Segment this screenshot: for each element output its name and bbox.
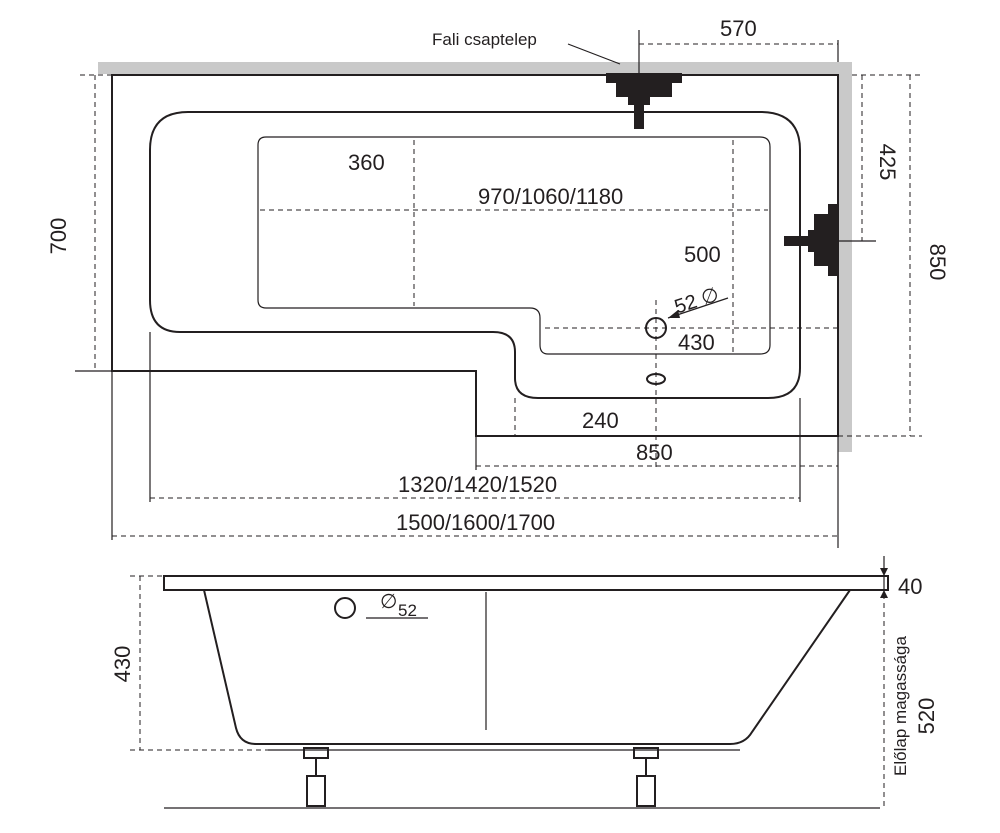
tub-rim-outline <box>149 111 801 399</box>
tub-body <box>203 589 851 745</box>
dim-rim-thickness: 40 <box>898 574 922 599</box>
dim-front-panel-height: 520 <box>914 698 939 735</box>
dim-inner-length: 970/1060/1180 <box>478 184 623 209</box>
dim-narrow-depth: 700 <box>46 218 71 255</box>
tub-rim <box>163 575 889 591</box>
dim-tap-offset: 570 <box>720 16 757 41</box>
overflow-ellipse <box>646 373 666 385</box>
dim-drain-diameter: 52 ∅ <box>672 284 722 319</box>
dim-overflow-symbol: ∅ <box>380 591 397 613</box>
foot-right-icon <box>633 747 659 807</box>
dim-front-panel-label: Előlap magassága <box>891 636 910 776</box>
callout-label: Fali csaptelep <box>432 30 537 49</box>
dim-tub-height: 430 <box>110 646 135 683</box>
dim-drain-offset: 430 <box>678 330 715 355</box>
dim-40-arrow-top <box>880 568 888 576</box>
top-view: Fali csaptelep 570 425 850 700 360 970/1… <box>46 16 950 548</box>
overflow-circle <box>334 597 356 619</box>
callout-leader <box>567 43 621 65</box>
dim-overflow-value: 52 <box>398 601 417 620</box>
dim-inner-width-head: 360 <box>348 150 385 175</box>
wall-tap-top-icon <box>606 73 682 129</box>
foot-left-icon <box>303 747 329 807</box>
basin-outline <box>257 136 771 355</box>
dim-basin-length: 1320/1420/1520 <box>398 472 557 497</box>
side-wall <box>838 62 852 452</box>
back-wall <box>98 62 852 74</box>
wall-tap-side-icon <box>784 204 838 276</box>
dim-overall-length: 1500/1600/1700 <box>396 510 555 535</box>
dim-overall-depth: 850 <box>925 244 950 281</box>
dim-side-tap-offset: 425 <box>875 144 900 181</box>
drain-circle <box>645 317 667 339</box>
dim-inner-width: 500 <box>684 242 721 267</box>
side-view: ∅ 52 430 40 Előlap magassága 520 <box>110 556 939 809</box>
tub-outer-outline <box>111 74 839 437</box>
drain-leader-arrowhead <box>668 310 680 318</box>
dim-wide-section-length: 850 <box>636 440 673 465</box>
dim-step-offset: 240 <box>582 408 619 433</box>
